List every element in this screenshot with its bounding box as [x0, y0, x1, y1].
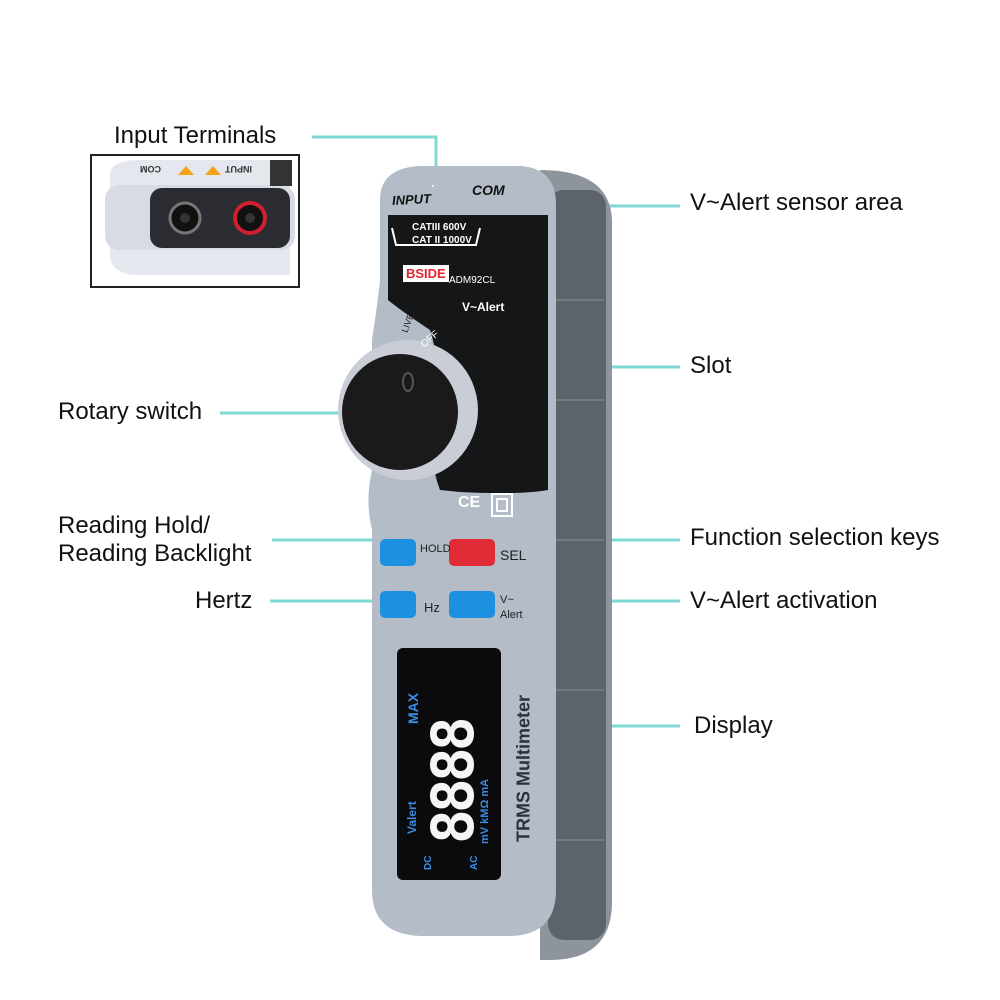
callout-reading-hold-line2: Reading Backlight	[58, 540, 252, 567]
hz-key[interactable]	[380, 591, 416, 618]
lcd-dc: DC	[423, 855, 434, 870]
ce-mark: CE	[458, 494, 481, 511]
v-alert-label: V~Alert	[462, 300, 505, 314]
callout-reading-hold-line1: Reading Hold/	[58, 512, 211, 539]
lcd-valert: Valert	[405, 801, 419, 834]
model-label: ADM92CL	[449, 275, 496, 286]
input-label: INPUT	[391, 190, 432, 209]
alert-key-v: V~	[500, 594, 514, 606]
com-label: COM	[472, 182, 505, 198]
callout-v-alert-activation: V~Alert activation	[690, 587, 878, 614]
rotary-switch-knob[interactable]	[338, 340, 478, 480]
hold-key-label: HOLD	[420, 543, 451, 555]
inset-terminals-view	[90, 154, 300, 288]
lcd-digits: 8888	[419, 720, 487, 844]
lcd-content: MAX Valert 8888 mV kMΩ mA DC AC	[399, 654, 499, 874]
alert-key-label: Alert	[500, 609, 523, 621]
callout-rotary-switch: Rotary switch	[58, 398, 203, 425]
callout-display: Display	[694, 712, 773, 739]
callout-input-terminals: Input Terminals	[114, 122, 277, 149]
keypad	[380, 539, 495, 618]
cat2-rating: CAT II 1000V	[412, 235, 472, 246]
cat3-rating: CATIII 600V	[412, 222, 467, 233]
inset-com-label: COM	[140, 164, 161, 174]
v-alert-key[interactable]	[449, 591, 495, 618]
inset-input-label: INPUT	[225, 164, 252, 174]
brand-logo: BSIDE	[403, 265, 449, 282]
hz-key-label: Hz	[424, 600, 440, 615]
sel-key[interactable]	[449, 539, 495, 566]
lcd-units: mV kMΩ mA	[479, 778, 491, 844]
lcd-display	[397, 648, 501, 880]
upper-panel	[388, 215, 548, 494]
callout-reading-hold: Reading Hold/ Reading Backlight	[58, 512, 251, 568]
callout-slot: Slot	[690, 352, 732, 379]
hold-key[interactable]	[380, 539, 416, 566]
callout-function-keys: Function selection keys	[690, 524, 940, 551]
sel-key-label: SEL	[500, 547, 527, 563]
ce-mark-area	[491, 493, 513, 517]
side-model-text: TRMS Multimeter	[513, 695, 534, 843]
callout-v-alert-sensor: V~Alert sensor area	[690, 189, 903, 216]
callout-hertz: Hertz	[195, 587, 253, 614]
slot-body	[540, 170, 612, 960]
lcd-ac: AC	[469, 855, 480, 870]
